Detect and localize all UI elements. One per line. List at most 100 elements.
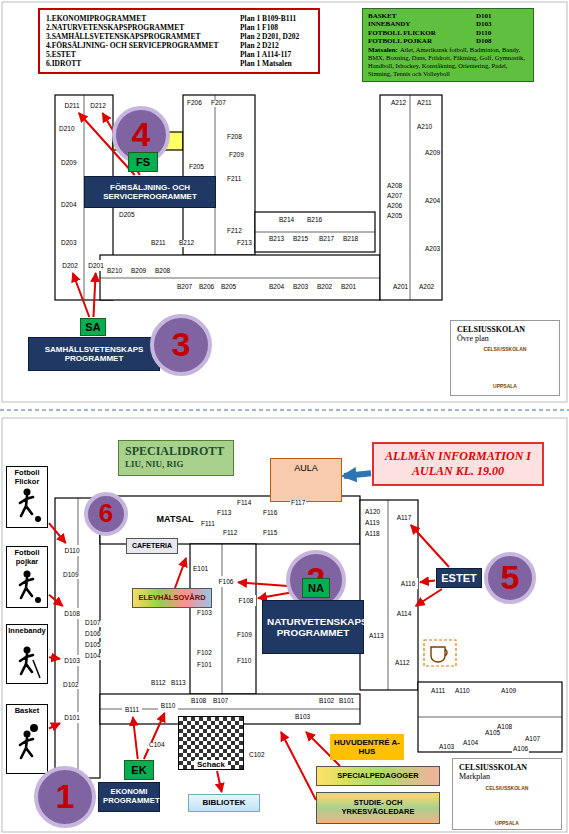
room-number: B204 (268, 284, 285, 291)
node-text: CAFETERIA (132, 542, 172, 550)
programme-code: SA (80, 318, 106, 336)
logo-text: UPPSALA (492, 384, 518, 389)
room-number: B211 (150, 240, 167, 247)
room-number: A211 (416, 100, 433, 107)
room-number: F211 (226, 176, 242, 183)
room-number: D102 (62, 682, 80, 689)
node-text: Plan 1 A114-117 (240, 50, 312, 59)
room-number: D205 (118, 212, 136, 219)
node-text: D211 (64, 102, 79, 109)
room-number: B201 (340, 284, 357, 291)
programme-box: NATURVETENSKAPS PROGRAMMET (262, 600, 364, 654)
room: D110 (62, 545, 82, 556)
room-number: F205 (188, 164, 205, 171)
node-text: Fotboll pojkar (7, 549, 47, 566)
node-text: Plan 2 D201, D202 (240, 32, 312, 41)
arrow (93, 273, 95, 317)
programme-code: FS (128, 152, 158, 172)
node-text: EK (131, 764, 146, 777)
arrow (416, 589, 442, 606)
sport-box: Innebandy (6, 624, 48, 684)
node-text: LIU, NIU, RIG (125, 459, 227, 469)
callout-number: 6 (84, 492, 128, 536)
node-text: D103 (64, 657, 80, 664)
node-text: Plan 1 F108 (240, 23, 312, 32)
node-text: A117 (397, 514, 412, 521)
hall: MATSAL (150, 514, 200, 528)
room-number: A107 (524, 736, 541, 743)
node-text: MATSAL (150, 514, 200, 524)
room: D202 (60, 260, 80, 271)
room-number: D203 (60, 240, 78, 247)
service-box: STUDIE- OCH YRKESVÄGLEDARE (316, 792, 440, 824)
arrow (49, 657, 60, 659)
room-number: B102 (318, 698, 335, 705)
room: D103 (62, 655, 82, 666)
room-number: F209 (228, 152, 245, 159)
room-number: B215 (292, 236, 309, 243)
node-text: B110 (161, 702, 176, 709)
room-number: B209 (130, 268, 147, 275)
node-text: AULA (294, 463, 318, 473)
node-text: FOTBOLL POJKAR (368, 37, 476, 45)
room-number: A207 (386, 193, 403, 200)
room-number: A120 (364, 509, 381, 516)
room-number: B108 (190, 698, 207, 705)
room-number: D106 (84, 631, 102, 638)
node-text: 6 (99, 499, 113, 529)
room-number: A112 (394, 660, 411, 667)
room-number: F109 (236, 632, 253, 639)
room-number: A206 (386, 203, 403, 210)
node-text: Matsalen: (368, 46, 398, 54)
room-number: B214 (278, 217, 295, 224)
node-text: BIBLIOTEK (202, 798, 245, 807)
node-text: Plan 2 D212 (240, 41, 312, 50)
programme-box: EKONOMI PROGRAMMET (98, 782, 160, 812)
node-text: 4.FÖRSÄLJNING- OCH SERVICEPROGRAMMET (46, 41, 240, 50)
node-text: 3.SAMHÄLLSVETENSKAPSPROGRAMMET (46, 32, 240, 41)
room-number: F206 (186, 100, 203, 107)
room-number: A113 (368, 633, 385, 640)
room-number: E101 (192, 566, 209, 573)
room: A116 (398, 578, 418, 589)
node-text: 3 (172, 325, 191, 364)
node-text: CELSIUSSKOLAN (459, 763, 555, 772)
node-text: Basket (7, 707, 47, 716)
room-number: F112 (222, 530, 238, 537)
node-text: D101 (476, 12, 526, 20)
node-text: D103 (476, 20, 526, 28)
node-text: FS (136, 156, 150, 169)
room: D101 (62, 712, 82, 723)
room-number: F102 (196, 650, 213, 657)
room-number: B210 (106, 268, 123, 275)
room-number: B216 (306, 217, 323, 224)
node-text: ELEVHÄLSOVÅRD (138, 594, 205, 603)
service-box: SPECIALPEDAGOGER (316, 766, 440, 786)
sport-list: BASKETD101INNEBANDYD103FOTBOLL FLICKORD1… (362, 8, 534, 82)
room-number: B207 (176, 284, 193, 291)
node-text: FOTBOLL FLICKOR (368, 29, 476, 37)
room-number: D210 (58, 126, 76, 133)
node-text: FÖRSÄLJNING- OCH SERVICEPROGRAMMET (89, 183, 211, 201)
node-text: EKONOMI PROGRAMMET (103, 788, 155, 806)
arrow (144, 713, 165, 759)
room-number: F117 (290, 500, 306, 507)
arrow (49, 595, 63, 606)
node-text: Fotboll Flickor (7, 469, 47, 486)
logo-text: CELSIUSSKOLAN (483, 347, 528, 352)
room-number: B103 (294, 714, 311, 721)
room: A117 (394, 512, 414, 523)
arrow (49, 523, 66, 543)
node-text: SPECIALPEDAGOGER (337, 772, 418, 781)
room: F108 (236, 595, 256, 606)
room-number: B218 (342, 236, 359, 243)
logo-text: UPPSALA (494, 821, 520, 826)
arrow (217, 771, 222, 792)
room-number: B113 (170, 680, 187, 687)
node-text: 4 (132, 115, 151, 154)
programme-code: EK (124, 760, 154, 780)
node-text: CELSIUSSKOLAN (457, 325, 553, 334)
node-text: STUDIE- OCH YRKESVÄGLEDARE (320, 799, 436, 816)
